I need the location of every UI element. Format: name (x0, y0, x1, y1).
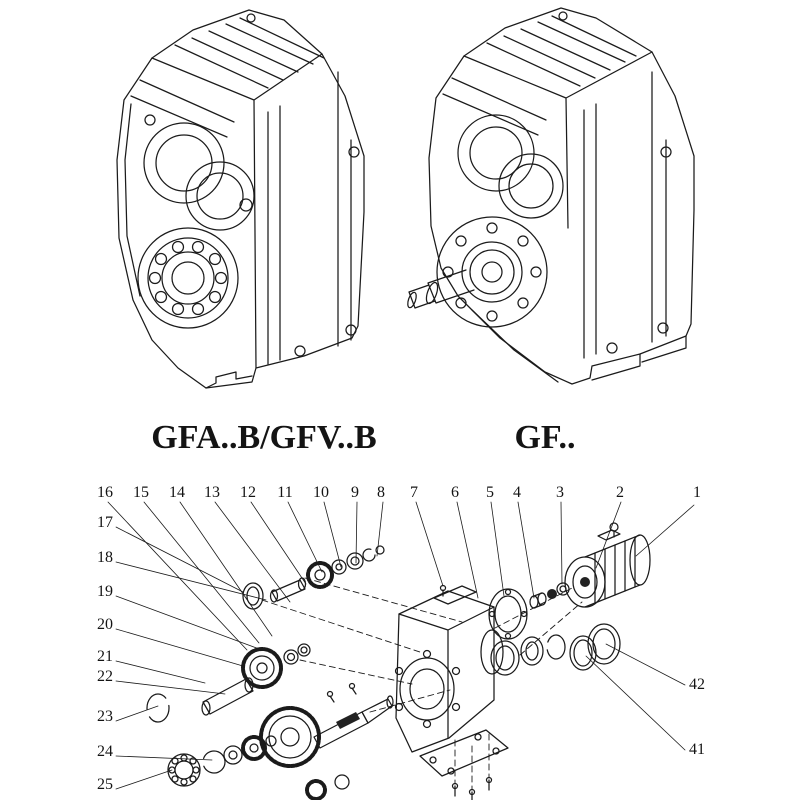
part-housing (394, 584, 504, 753)
callout-8: 8 (377, 484, 385, 501)
callout-15: 15 (133, 484, 149, 501)
bolt-bosses (558, 11, 672, 354)
callout-1: 1 (693, 484, 701, 501)
callout-25: 25 (97, 776, 113, 793)
callout-6: 6 (451, 484, 459, 501)
part-bottom-extra (305, 774, 350, 800)
callout-23: 23 (97, 708, 113, 725)
lower-bore-outer (185, 161, 255, 231)
bolt-bosses (144, 13, 360, 357)
part-gasket-plate (419, 729, 509, 777)
housing-outline (428, 7, 695, 385)
output-shaft (407, 269, 475, 309)
side-ribs (267, 71, 352, 365)
housing-outline (116, 9, 365, 389)
callout-42: 42 (689, 676, 705, 693)
upper-bore-outer (143, 122, 225, 204)
part-intermediate-gear-set (146, 643, 311, 723)
callout-9: 9 (351, 484, 359, 501)
callout-16: 16 (97, 484, 113, 501)
lower-bore-outer (498, 153, 564, 219)
part-seal-rings (490, 623, 621, 676)
leader-lines-right (585, 643, 686, 751)
roof-edges (151, 53, 323, 369)
callout-20: 20 (97, 616, 113, 633)
exploded-view (107, 501, 695, 800)
upper-bore-inner (155, 134, 213, 192)
callout-41: 41 (689, 741, 705, 758)
callout-13: 13 (204, 484, 220, 501)
leader-lines-top (107, 501, 695, 651)
model-label-gfab: GFA..B/GFV..B (151, 419, 376, 456)
part-bearing-set (167, 735, 277, 787)
lower-bore-inner (196, 172, 244, 220)
motor-terminal-box (597, 529, 621, 541)
part-input-flange (488, 588, 528, 640)
part-cover-bolts (451, 776, 493, 800)
part-output-gear-set (259, 682, 394, 768)
cooling-ribs (130, 17, 325, 138)
cooling-ribs (442, 15, 637, 136)
callout-18: 18 (97, 549, 113, 566)
model-label-gf: GF.. (514, 419, 575, 456)
part-input-shaft-set (242, 545, 385, 610)
roof-edges (463, 51, 653, 229)
motor-fins (594, 536, 636, 604)
side-ribs (583, 71, 667, 359)
lower-bore-inner (508, 163, 554, 209)
base-frame (471, 309, 687, 383)
foot-detail (205, 371, 253, 389)
part-input-spacers (529, 582, 570, 609)
callout-10: 10 (313, 484, 329, 501)
callouts: 16 15 14 13 12 11 10 9 8 7 6 5 4 3 2 1 1… (97, 484, 705, 793)
output-bearing (137, 227, 239, 329)
callout-2: 2 (616, 484, 624, 501)
callout-4: 4 (513, 484, 521, 501)
gearbox-gf-drawing (407, 7, 695, 385)
callout-19: 19 (97, 583, 113, 600)
callout-24: 24 (97, 743, 113, 760)
callout-17: 17 (97, 514, 113, 531)
callout-12: 12 (240, 484, 256, 501)
left-contour (124, 103, 141, 297)
callout-3: 3 (556, 484, 564, 501)
upper-bore-outer (457, 114, 535, 192)
leader-lines-left (115, 526, 267, 790)
callout-5: 5 (486, 484, 494, 501)
upper-bore-inner (469, 126, 523, 180)
callout-11: 11 (277, 484, 292, 501)
callout-22: 22 (97, 668, 113, 685)
gearbox-gfab-drawing (116, 9, 365, 389)
callout-7: 7 (410, 484, 418, 501)
part-motor (564, 522, 651, 608)
callout-21: 21 (97, 648, 113, 665)
output-flange (436, 216, 548, 328)
callout-14: 14 (169, 484, 185, 501)
